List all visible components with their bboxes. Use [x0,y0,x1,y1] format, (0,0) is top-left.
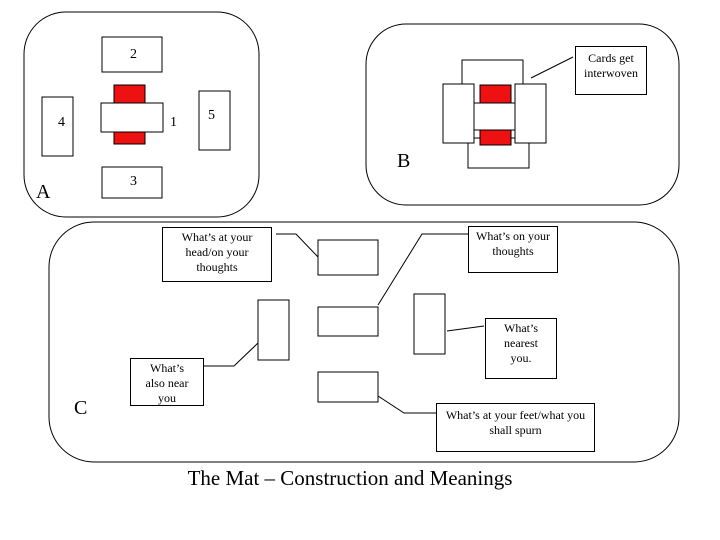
c-card-left [257,299,290,361]
card-2 [101,36,163,73]
c-connector-feet [377,395,436,414]
card-1 [100,102,164,133]
panel-a-letter: A [36,181,51,203]
panel-c-frame [48,221,680,463]
b-card-right [514,83,547,144]
b-card-left [442,83,475,144]
c-card-feet [317,371,379,403]
panel-b-letter: B [397,150,411,172]
card-label-3: 3 [130,174,137,189]
b-callout-box: Cards get interwoven [575,46,647,95]
c-card-head [317,239,379,276]
card-label-5: 5 [208,108,215,123]
callout-nearest: What’s nearest you. [485,318,557,379]
page-title: The Mat – Construction and Meanings [187,466,513,490]
c-card-center [317,306,379,337]
callout-feet: What’s at your feet/what you shall spurn [436,403,595,452]
c-connector-near [204,342,259,367]
card-3 [101,166,163,199]
c-connector-head [276,233,319,258]
b-callout-connector [530,56,574,79]
card-label-4: 4 [58,115,65,130]
card-4 [41,96,74,157]
b-red-top [479,84,512,104]
callout-near: What’s also near you [130,358,204,406]
callout-head: What’s at your head/on your thoughts [162,227,272,282]
card-5 [198,90,231,151]
c-card-right [413,293,446,355]
c-connector-nearest [446,325,485,332]
b-red-bottom [479,129,512,146]
panel-c-letter: C [74,397,88,419]
card-label-1: 1 [170,115,177,130]
card-label-2: 2 [130,47,137,62]
b-card-center [472,102,518,131]
c-connector-thoughts [377,233,468,306]
callout-thoughts: What’s on your thoughts [468,226,558,273]
red-card-top [113,84,146,104]
